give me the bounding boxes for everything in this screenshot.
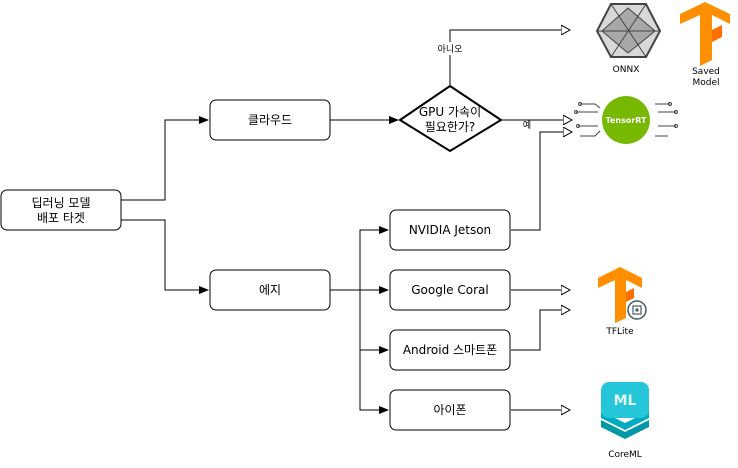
tensorrt-badge xyxy=(602,96,650,144)
coreml-logo: ML CoreML xyxy=(601,382,649,460)
node-google-coral-label: Google Coral xyxy=(411,283,488,297)
node-cloud-label: 클라우드 xyxy=(248,113,292,127)
edge-edge-to-iphone xyxy=(359,350,389,414)
onnx-label: ONNX xyxy=(613,65,640,75)
tensorrt-logo: TensorRT xyxy=(574,96,678,144)
svg-text:ML: ML xyxy=(614,393,637,409)
node-cloud[interactable]: 클라우드 xyxy=(209,99,331,141)
node-google-coral[interactable]: Google Coral xyxy=(389,269,511,311)
node-android[interactable]: Android 스마트폰 xyxy=(389,329,511,371)
node-nvidia-jetson-label: NVIDIA Jetson xyxy=(409,223,491,237)
edge-decision-to-onnx xyxy=(449,30,570,86)
tensorrt-badge-label: TensorRT xyxy=(606,116,648,125)
node-decision-line2: 필요한가? xyxy=(425,120,476,134)
saved-model-label-line1: Saved xyxy=(692,67,720,77)
tflite-logo: TFLite xyxy=(598,267,647,337)
tflite-label: TFLite xyxy=(605,327,634,337)
node-nvidia-jetson[interactable]: NVIDIA Jetson xyxy=(389,209,511,251)
edge-edge-to-android xyxy=(359,290,389,354)
edge-root-to-cloud xyxy=(121,116,209,201)
tensorrt-circuit-icon xyxy=(574,102,678,137)
edge-root-to-edge xyxy=(121,219,209,294)
saved-model-logo: Saved Model xyxy=(680,2,730,88)
node-root[interactable]: 딥러닝 모델 배포 타겟 xyxy=(0,189,122,231)
tensorflow-icon xyxy=(680,2,730,66)
edge-label-bg xyxy=(430,42,470,55)
coreml-label: CoreML xyxy=(608,450,642,460)
edge-label-no: 아니오 xyxy=(438,44,463,55)
edge-android-to-tflite xyxy=(511,310,570,351)
connectors xyxy=(121,30,572,410)
coreml-icon: ML xyxy=(601,382,649,439)
node-root-line1: 딥러닝 모델 xyxy=(31,196,90,210)
saved-model-label-line2: Model xyxy=(692,78,719,88)
edge-edge-to-jetson xyxy=(359,226,389,290)
edge-label-yes: 예 xyxy=(523,120,531,131)
node-edge-label: 에지 xyxy=(259,283,281,297)
tensorflow-lite-icon xyxy=(598,267,647,323)
onnx-logo: ONNX xyxy=(595,3,662,75)
node-edge[interactable]: 에지 xyxy=(209,269,331,311)
edge-jetson-to-tensorrt xyxy=(511,132,572,231)
node-android-label: Android 스마트폰 xyxy=(403,343,497,357)
node-decision-line1: GPU 가속이 xyxy=(419,105,481,119)
node-iphone-label: 아이폰 xyxy=(433,403,466,417)
node-root-line2: 배포 타겟 xyxy=(37,211,85,225)
node-iphone[interactable]: 아이폰 xyxy=(389,389,511,431)
node-decision[interactable]: GPU 가속이 필요한가? xyxy=(398,84,503,153)
onnx-icon xyxy=(595,3,662,58)
